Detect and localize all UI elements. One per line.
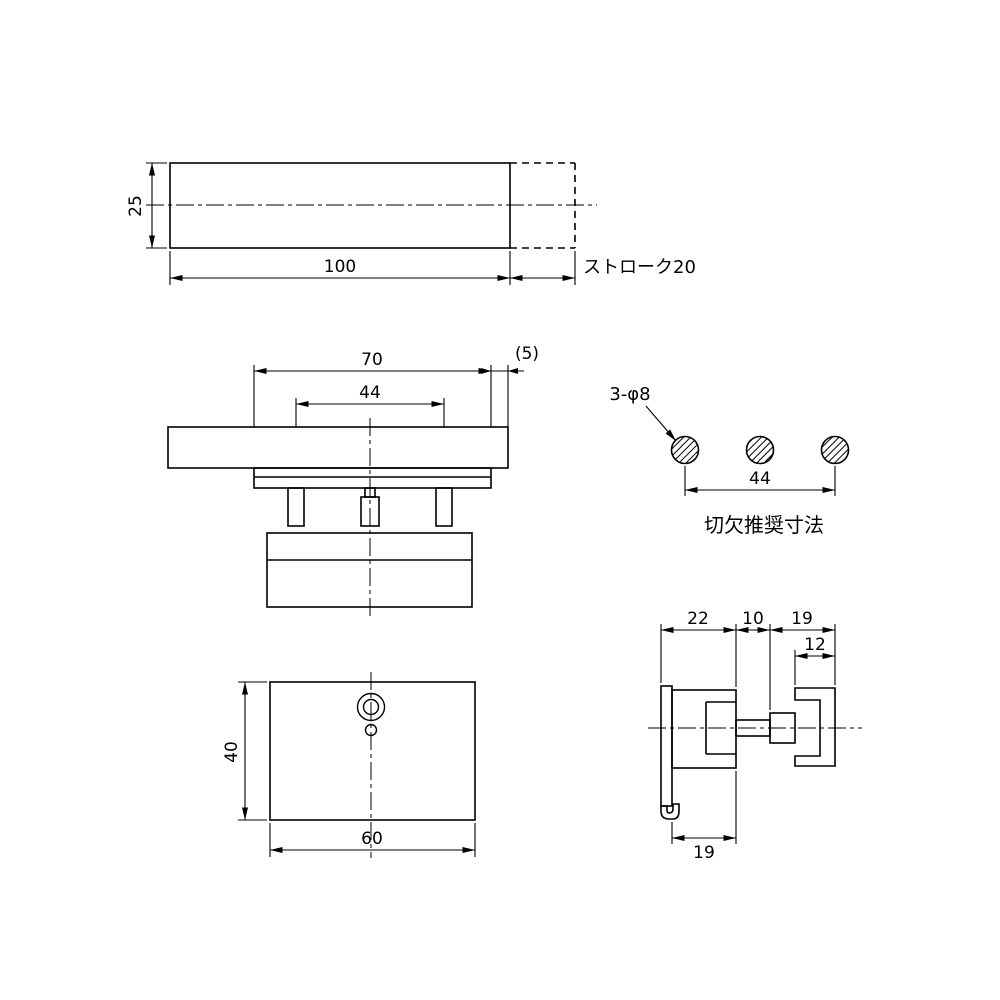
extension-lines (660, 624, 836, 710)
extension-lines (671, 771, 737, 844)
dim-22-label: 22 (687, 609, 709, 629)
hook-tip (660, 803, 680, 820)
dim-19-bottom-label: 19 (693, 843, 715, 863)
knob-outer-circle (356, 692, 386, 722)
extension-and-tail-lines (478, 365, 524, 427)
dim-5-label: (5) (515, 344, 539, 364)
dim-44-label: 44 (359, 383, 381, 403)
plan-view: 40 60 (222, 672, 476, 858)
extension-lines (169, 251, 576, 285)
backing-step-outline (253, 467, 492, 489)
hole-1 (670, 435, 700, 465)
side-view: 22 10 19 12 19 (648, 609, 862, 863)
stroke-label: ストローク20 (583, 257, 696, 278)
extension-lines (253, 365, 492, 427)
extension-lines (238, 681, 267, 821)
dim-width-label: 60 (361, 829, 383, 849)
cutout-recommendation-view: 3-φ8 44 切欠推奨寸法 (609, 384, 850, 537)
knob-bracket (794, 687, 836, 767)
shaft-collar (769, 712, 796, 744)
cutout-caption: 切欠推奨寸法 (704, 513, 824, 537)
face-plate-outline (167, 426, 509, 469)
plate-outline (269, 681, 476, 821)
dim-12-label: 12 (804, 635, 826, 655)
dim-height-label: 25 (126, 195, 146, 217)
arrowhead (508, 368, 518, 374)
leader-line (645, 405, 677, 442)
arrowhead (481, 368, 491, 374)
dim-width-label: 100 (324, 257, 356, 277)
latch-channel-lines (705, 701, 736, 755)
left-pin (287, 487, 305, 527)
hole-3 (820, 435, 850, 465)
top-view: 25 100 ストローク20 (126, 162, 696, 285)
right-pin (435, 487, 453, 527)
hole-2 (745, 435, 775, 465)
hole-spec-label: 3-φ8 (609, 384, 650, 405)
dim-10-label: 10 (742, 609, 764, 629)
mounting-plate (660, 685, 673, 807)
dim-19-top-label: 19 (791, 609, 813, 629)
dim-70-label: 70 (361, 350, 383, 370)
dim-pitch-label: 44 (749, 469, 771, 489)
dim-height-label: 40 (222, 741, 242, 763)
front-view: 70 (5) 44 (167, 344, 539, 617)
